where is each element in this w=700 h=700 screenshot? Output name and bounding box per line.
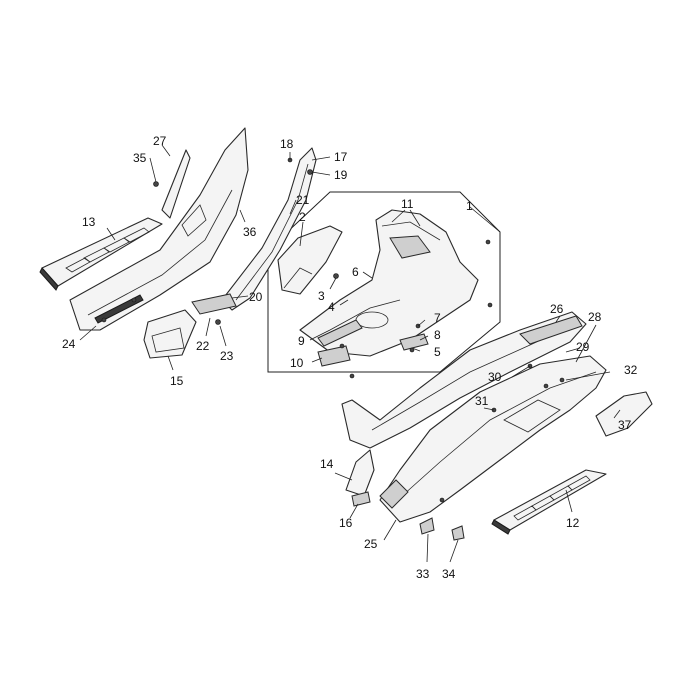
floor-mat-13 [39,217,163,291]
callout-19: 19 [334,168,348,182]
callout-28: 28 [588,310,602,324]
glove-box-15 [143,309,197,359]
bracket-10 [317,343,355,379]
side-panel-24 [69,127,249,331]
leader-lines [79,144,621,563]
callout-25: 25 [364,537,378,551]
assembly-1-frame [267,191,501,373]
cover-37 [595,391,653,437]
callout-1: 1 [466,199,473,213]
floor-mat-12 [491,469,607,535]
callout-35: 35 [133,151,147,165]
callout-20: 20 [249,290,263,304]
callout-13: 13 [82,215,96,229]
callout-34: 34 [442,567,456,581]
cover-14 [345,449,375,507]
callout-31: 31 [475,394,489,408]
callout-22: 22 [196,339,210,353]
callout-labels: 1 2 3 4 5 6 7 8 9 10 11 12 13 14 15 16 1… [62,134,638,581]
callout-2: 2 [299,210,306,224]
callout-6: 6 [352,265,359,279]
callout-37: 37 [618,418,632,432]
callout-12: 12 [566,516,580,530]
callout-32: 32 [624,363,638,377]
callout-10: 10 [290,356,304,370]
side-panel-26 [341,311,587,449]
callout-27: 27 [153,134,167,148]
center-tunnel-6 [299,209,493,357]
callout-33: 33 [416,567,430,581]
callout-9: 9 [298,334,305,348]
callout-30: 30 [488,370,502,384]
callout-17: 17 [334,150,348,164]
callout-16: 16 [339,516,353,530]
clips-33-34 [419,517,465,541]
callout-4: 4 [328,300,335,314]
callout-8: 8 [434,328,441,342]
callout-14: 14 [320,457,334,471]
cover-2 [277,225,343,295]
frame-piece-21 [191,147,317,325]
callout-29: 29 [576,340,590,354]
callout-21: 21 [296,193,310,207]
cover-27 [153,149,191,219]
lower-panel-25 [379,355,607,523]
callout-18: 18 [280,137,294,151]
callout-23: 23 [220,349,234,363]
callout-36: 36 [243,225,257,239]
callout-5: 5 [434,345,441,359]
callout-24: 24 [62,337,76,351]
callout-15: 15 [170,374,184,388]
callout-26: 26 [550,302,564,316]
callout-7: 7 [434,311,441,325]
callout-11: 11 [401,197,414,211]
callout-3: 3 [318,289,325,303]
